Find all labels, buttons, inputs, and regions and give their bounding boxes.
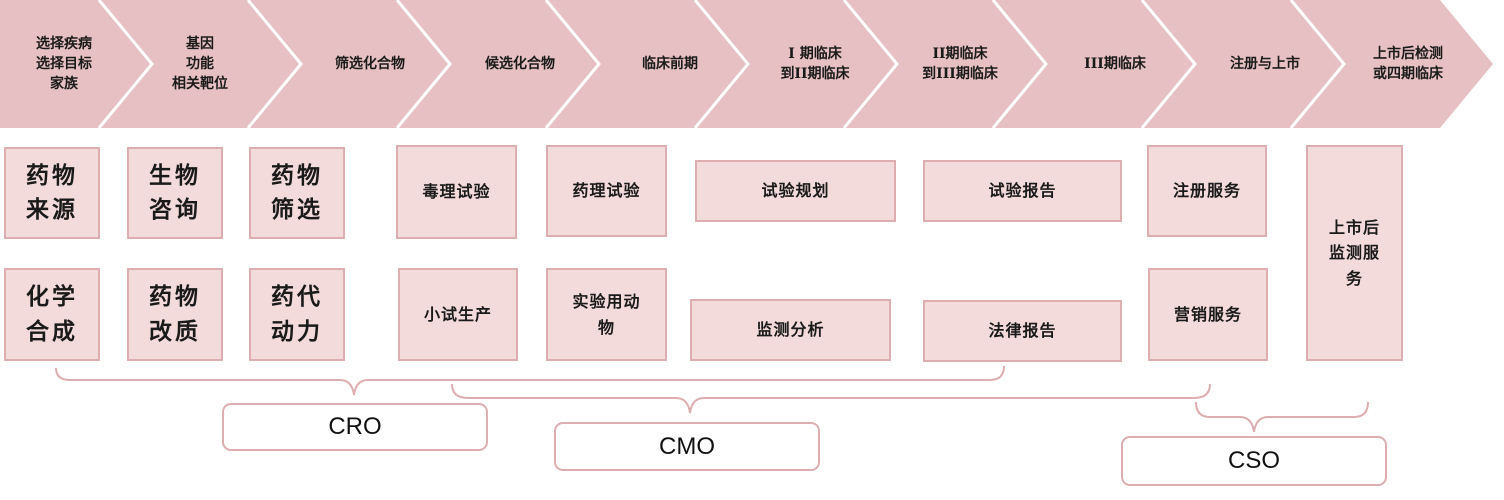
service-box-pharmacokinetics: 药代 动力	[249, 268, 345, 361]
stage-chevron-7	[844, 0, 1046, 128]
service-box-trial-planning: 试验规划	[695, 160, 896, 222]
stage-chevron-6	[695, 0, 897, 128]
stage-chevron-10	[1291, 0, 1493, 128]
service-box-pharmacology: 药理试验	[546, 145, 667, 237]
service-box-legal-report: 法律报告	[923, 300, 1122, 362]
stage-label-phase2-3: II期临床 到III期临床	[922, 45, 998, 82]
cmo-label: CMO	[554, 422, 820, 471]
stage-label-registration: 注册与上市	[1230, 55, 1300, 72]
stage-label-gene-function: 基因 功能 相关靶位	[172, 35, 228, 93]
cmo-brace	[451, 383, 1211, 414]
stage-chevron-1	[0, 0, 152, 128]
stage-chevron-5	[546, 0, 748, 128]
stage-chevron-bar	[0, 0, 1493, 129]
cso-label: CSO	[1121, 436, 1387, 486]
service-box-lab-animals: 实验用动 物	[546, 268, 667, 361]
service-box-post-market-monitoring: 上市后 监测服 务	[1306, 145, 1403, 361]
service-box-monitoring-analysis: 监测分析	[690, 299, 891, 361]
stage-label-candidate-compounds: 候选化合物	[485, 55, 555, 72]
stage-label-screen-compounds: 筛选化合物	[335, 55, 405, 72]
stage-chevron-4	[397, 0, 599, 128]
service-box-drug-screening: 药物 筛选	[249, 147, 345, 239]
service-box-registration: 注册服务	[1147, 145, 1267, 237]
stage-label-post-market: 上市后检测 或四期临床	[1373, 45, 1443, 82]
service-box-drug-source: 药物 来源	[4, 147, 100, 239]
stage-label-phase1-2: I 期临床 到II期临床	[780, 45, 850, 82]
cro-brace	[55, 365, 1005, 396]
stage-chevron-3	[248, 0, 450, 128]
stage-chevron-2	[99, 0, 301, 128]
stage-chevron-8	[993, 0, 1195, 128]
service-box-marketing: 营销服务	[1148, 268, 1268, 361]
stage-label-phase3: III期临床	[1084, 55, 1146, 72]
service-box-pilot-production: 小试生产	[398, 268, 518, 361]
service-box-drug-modification: 药物 改质	[127, 268, 223, 361]
stage-label-select-disease: 选择疾病 选择目标 家族	[36, 35, 92, 93]
service-box-chemical-synthesis: 化学 合成	[4, 268, 100, 361]
service-box-bio-consulting: 生物 咨询	[127, 147, 223, 239]
cro-label: CRO	[222, 403, 488, 451]
cso-brace	[1195, 401, 1369, 433]
stage-label-preclinical: 临床前期	[642, 55, 698, 72]
stage-chevron-9	[1142, 0, 1344, 128]
service-box-trial-report: 试验报告	[923, 160, 1122, 222]
service-box-toxicology: 毒理试验	[396, 145, 517, 239]
